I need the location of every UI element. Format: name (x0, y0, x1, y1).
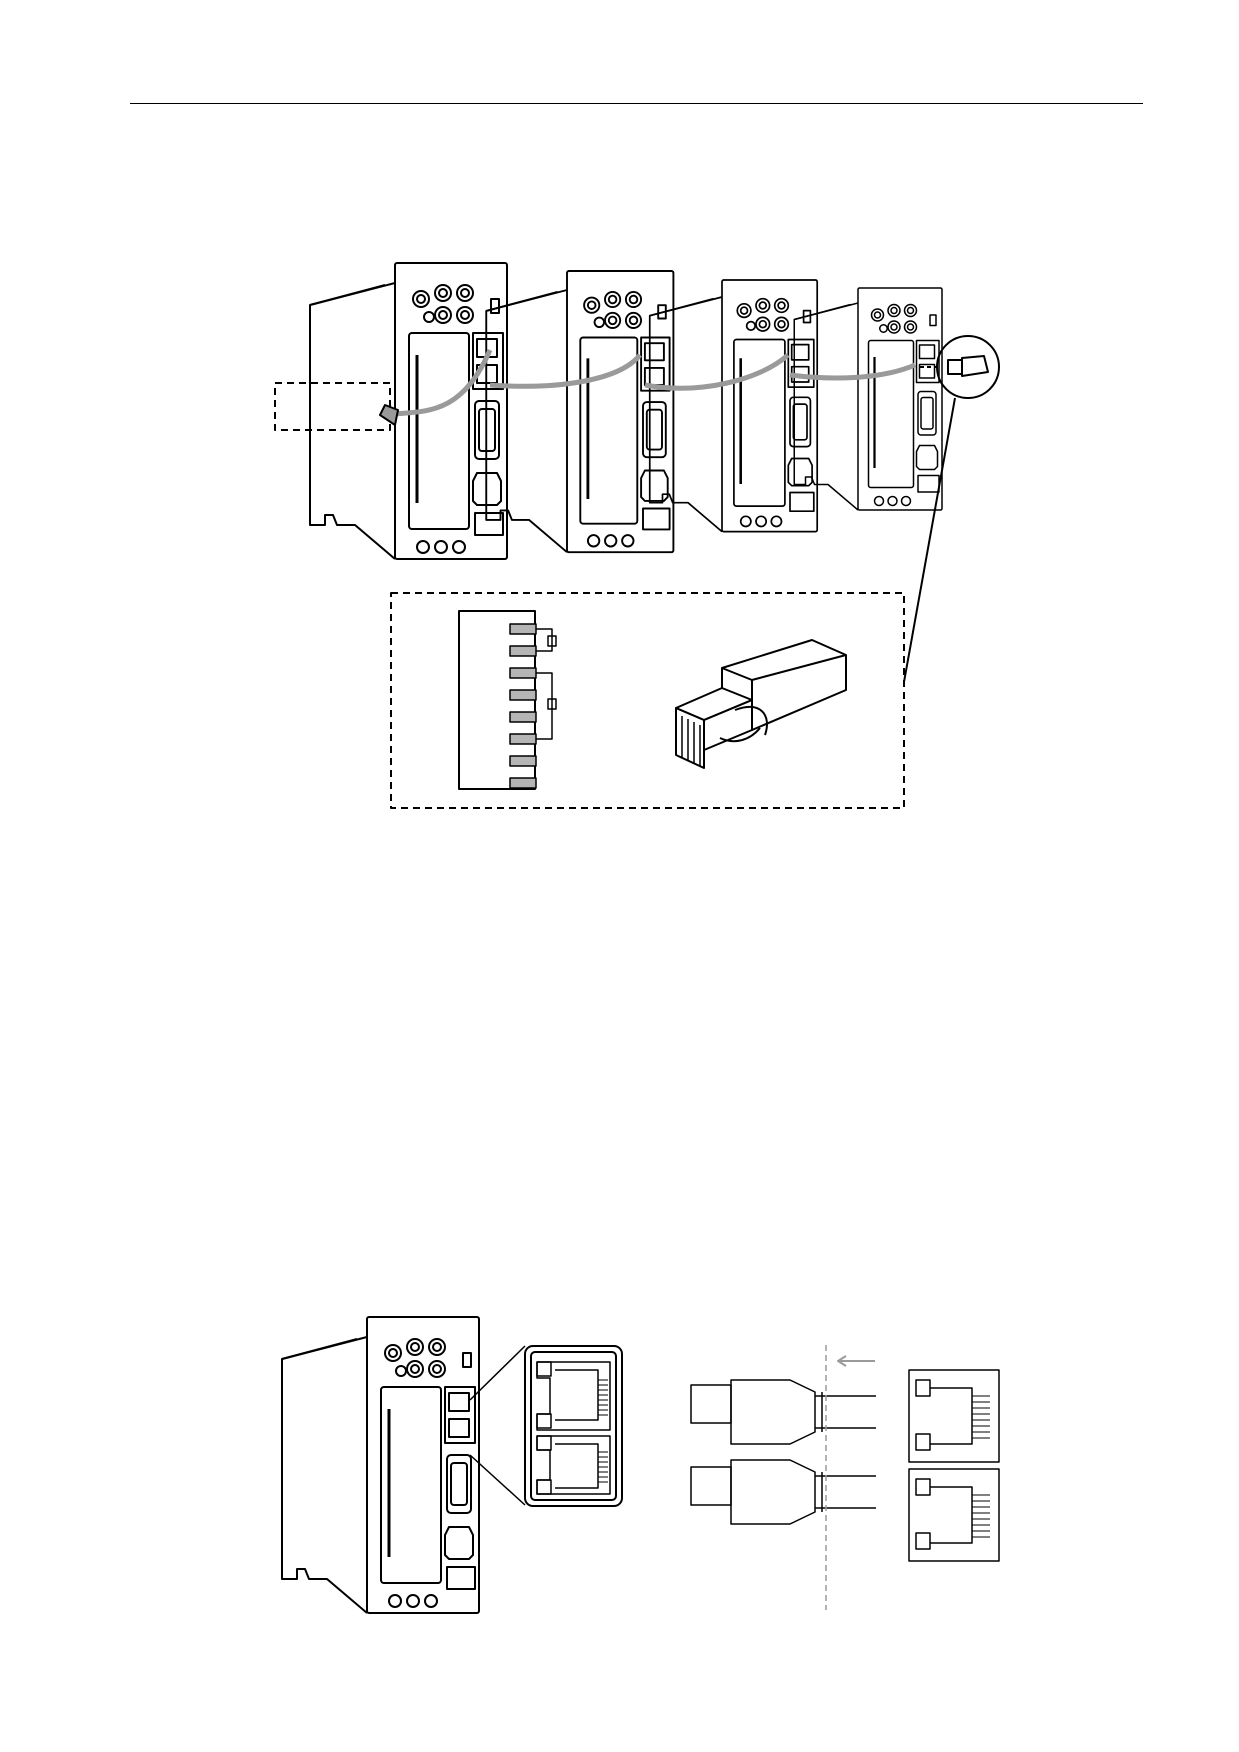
upstream-dashed-box (274, 382, 391, 431)
servo-drive-single (280, 1315, 481, 1615)
terminator-detail-box (390, 592, 905, 809)
socket-upper (908, 1369, 1000, 1463)
insert-direction-arrow-icon (837, 1355, 875, 1367)
terminator-pin-block (458, 610, 557, 790)
servo-drive-2 (484, 269, 675, 554)
zoom-leader-bottom (469, 1454, 526, 1506)
rj45-terminator-plug (675, 639, 847, 769)
terminator-callout-circle (936, 335, 1000, 399)
servo-drive-3 (648, 278, 819, 533)
zoom-leader-top (469, 1345, 526, 1401)
header-rule (130, 103, 1143, 104)
port-upper (536, 1361, 611, 1431)
dual-port-enlarged (524, 1345, 623, 1507)
port-lower (536, 1435, 611, 1495)
plug-lower (690, 1459, 876, 1525)
socket-lower (908, 1468, 1000, 1562)
terminator-plug-icon (947, 355, 989, 377)
cable-arrow-icon (379, 404, 399, 426)
terminator-leader-line (903, 397, 956, 683)
plug-upper (690, 1379, 876, 1445)
